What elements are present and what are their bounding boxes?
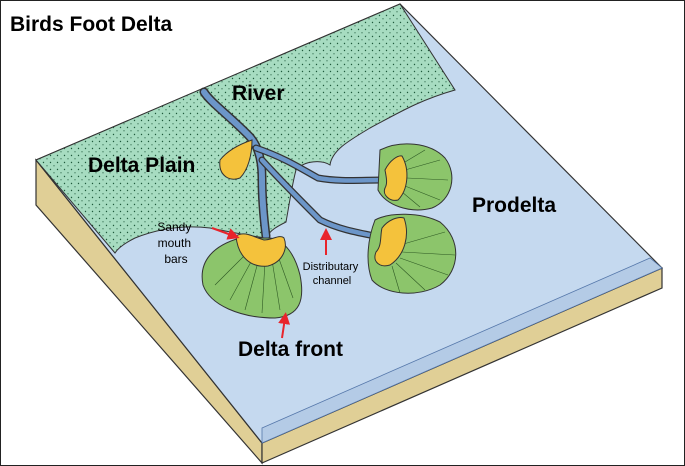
label-sandy-line-1: Sandy (157, 220, 191, 234)
label-sandy-mouth-bars: Sandy mouth bars (157, 220, 194, 266)
distributary-channel-lower-fill (259, 157, 388, 241)
mouth-bar-delta-plain (219, 139, 253, 180)
mouth-bar-lower-right (374, 217, 407, 267)
label-distributary-channel: Distributary channel (303, 261, 362, 287)
water-edge (261, 257, 663, 444)
label-distributary-line-1: Distributary (303, 261, 359, 273)
mouth-bar-upper-right (383, 155, 408, 201)
distributary-channel-upper-fill (253, 145, 388, 183)
mouth-bar-left (235, 233, 286, 267)
arrow-sandy-mouth-bars (211, 227, 240, 240)
lobe-radial-lines (214, 149, 456, 314)
diagram-title: Birds Foot Delta (10, 13, 172, 36)
arrow-delta-front (278, 312, 291, 339)
label-delta-plain: Delta Plain (88, 154, 195, 177)
label-sandy-line-3: bars (164, 252, 187, 266)
label-river: River (232, 82, 285, 105)
label-prodelta: Prodelta (472, 194, 556, 217)
label-distributary-line-2: channel (313, 275, 352, 287)
label-delta-front: Delta front (238, 338, 343, 361)
label-sandy-line-2: mouth (158, 236, 191, 250)
